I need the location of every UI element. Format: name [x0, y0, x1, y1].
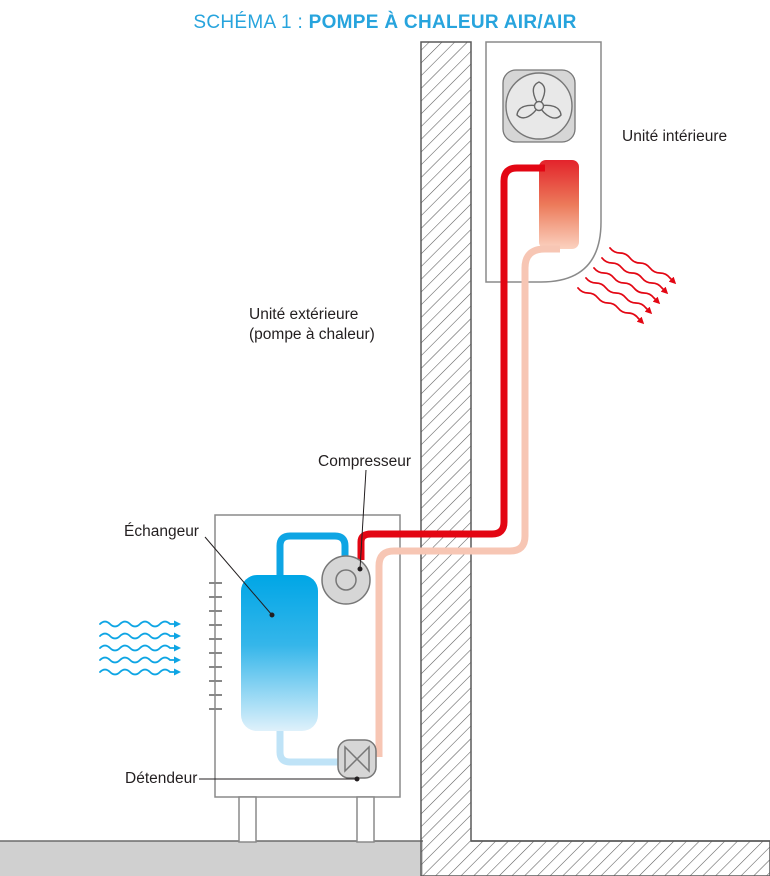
outdoor-unit-label-line2: (pompe à chaleur): [249, 326, 375, 343]
outdoor-air-flow: [99, 620, 181, 676]
outdoor-unit-grille: [209, 582, 222, 710]
hot-air-flow: [577, 247, 677, 325]
outdoor-unit-label-line1: Unité extérieure: [249, 306, 359, 323]
expansion-valve-label: Détendeur: [125, 770, 198, 787]
title-main: POMPE À CHALEUR AIR/AIR: [308, 12, 577, 33]
diagram-title: SCHÉMA 1 : POMPE À CHALEUR AIR/AIR: [0, 12, 770, 34]
outdoor-unit-leg-left: [238, 796, 257, 843]
compressor-icon: [321, 555, 371, 605]
title-prefix: SCHÉMA 1 :: [193, 12, 309, 33]
indoor-unit-label: Unité intérieure: [622, 128, 728, 145]
wall-hatched: [420, 41, 770, 876]
pipe-warm-return: [375, 245, 560, 757]
indoor-condenser: [539, 160, 579, 249]
compressor-label: Compresseur: [318, 453, 412, 470]
outdoor-unit-leg-right: [356, 796, 375, 843]
pipe-cold-low: [276, 728, 345, 766]
fan-icon: [502, 69, 576, 143]
expansion-valve-icon: [337, 739, 377, 779]
leader-lines: [199, 469, 367, 782]
pipe-cold-high: [276, 532, 349, 580]
pipe-hot-discharge: [357, 164, 545, 560]
ground-slab: [0, 841, 423, 876]
exchanger-label: Échangeur: [124, 523, 199, 540]
outdoor-unit-label: Unité extérieure (pompe à chaleur): [249, 305, 375, 345]
exchanger-coil: [241, 575, 318, 731]
